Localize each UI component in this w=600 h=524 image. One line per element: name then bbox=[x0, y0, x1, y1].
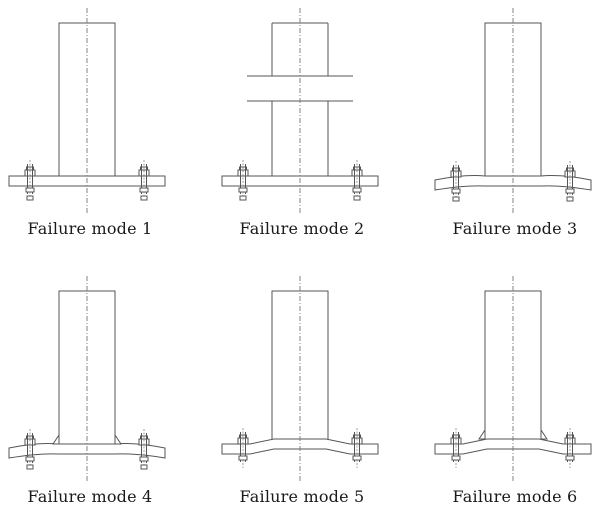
panel-6 bbox=[434, 276, 592, 482]
anchor-bolt-left bbox=[450, 161, 462, 202]
bolt-nut-bottom bbox=[352, 187, 362, 193]
anchor-bolt-left bbox=[450, 428, 462, 468]
anchor-bolt-right bbox=[351, 160, 363, 201]
bolt-nut-bottom bbox=[25, 456, 35, 462]
caption-mode-3: Failure mode 3 bbox=[452, 219, 578, 238]
weld-right bbox=[540, 428, 548, 440]
bolt-nut-bottom bbox=[352, 455, 362, 461]
bolt-nut-bottom bbox=[451, 455, 461, 461]
bolt-nut-lower bbox=[239, 195, 247, 201]
anchor-bolt-right bbox=[138, 160, 150, 201]
bolt-nut-lower bbox=[26, 464, 34, 470]
bolt-nut-lower bbox=[566, 196, 574, 202]
bolt-nut-bottom bbox=[139, 456, 149, 462]
panel-1 bbox=[8, 8, 166, 214]
bolt-nut-bottom bbox=[565, 455, 575, 461]
caption-mode-1: Failure mode 1 bbox=[27, 219, 153, 238]
anchor-bolt-left bbox=[237, 160, 249, 201]
panel-2 bbox=[221, 8, 379, 214]
anchor-bolt-left bbox=[237, 428, 249, 468]
weld-left bbox=[478, 428, 486, 440]
bolt-nut-bottom bbox=[238, 455, 248, 461]
bolt-nut-lower bbox=[26, 195, 34, 201]
weld-right bbox=[114, 433, 122, 445]
anchor-bolt-right bbox=[351, 428, 363, 468]
caption-mode-2: Failure mode 2 bbox=[239, 219, 365, 238]
anchor-bolt-left bbox=[24, 160, 36, 201]
bolt-nut-bottom bbox=[25, 187, 35, 193]
bolt-nut-lower bbox=[353, 195, 361, 201]
anchor-bolt-right bbox=[564, 161, 576, 202]
bolt-nut-bottom bbox=[139, 187, 149, 193]
bolt-nut-lower bbox=[140, 195, 148, 201]
panel-4 bbox=[8, 276, 166, 482]
bolt-nut-bottom bbox=[451, 188, 461, 194]
anchor-bolt-left bbox=[24, 429, 36, 470]
caption-mode-4: Failure mode 4 bbox=[27, 487, 153, 506]
panel-3 bbox=[434, 8, 592, 214]
bolt-nut-bottom bbox=[565, 188, 575, 194]
weld-left bbox=[52, 433, 60, 445]
bolt-nut-lower bbox=[452, 196, 460, 202]
anchor-bolt-right bbox=[564, 428, 576, 468]
caption-mode-6: Failure mode 6 bbox=[452, 487, 578, 506]
anchor-bolt-right bbox=[138, 429, 150, 470]
panel-5 bbox=[221, 276, 379, 482]
caption-mode-5: Failure mode 5 bbox=[239, 487, 365, 506]
bolt-nut-bottom bbox=[238, 187, 248, 193]
bolt-nut-lower bbox=[140, 464, 148, 470]
